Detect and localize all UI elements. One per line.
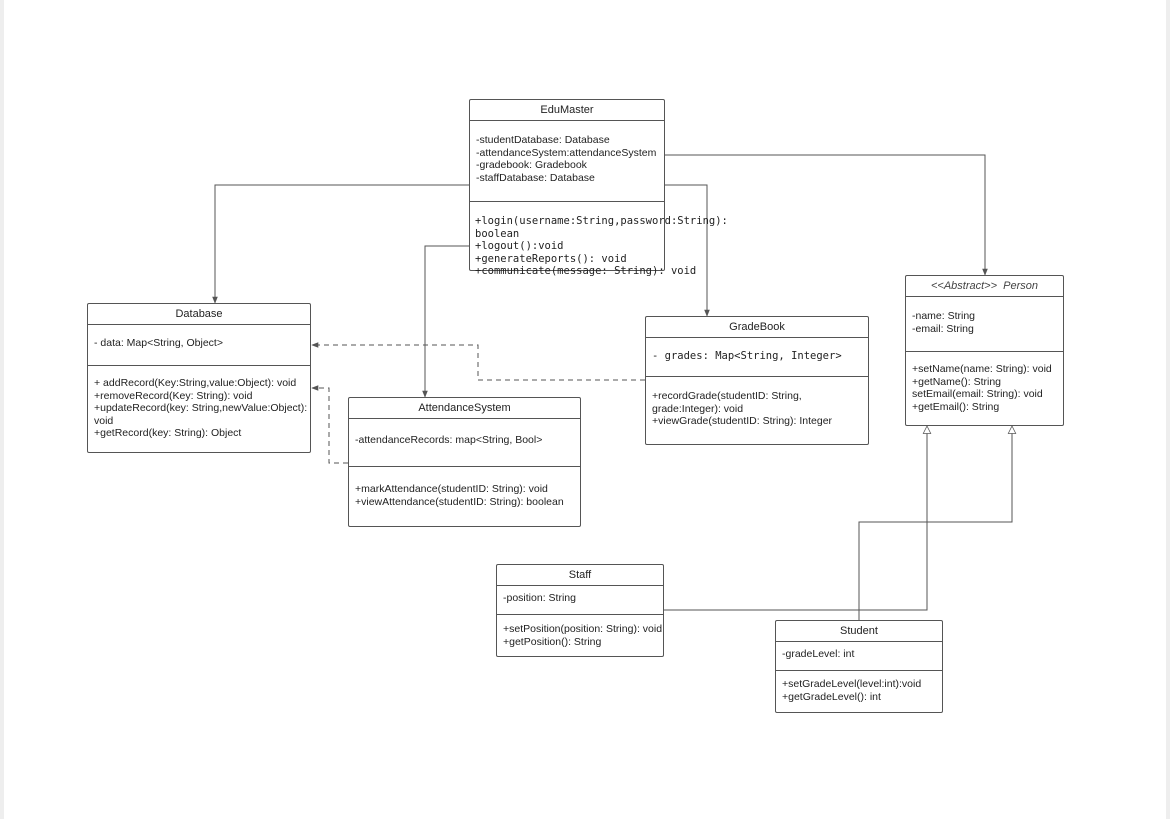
class-person[interactable]: <<Abstract>> Person -name: String -email…: [905, 275, 1064, 426]
stereotype-label: <<Abstract>>: [930, 280, 998, 292]
method: grade:Integer): void: [652, 402, 744, 415]
class-person-attributes: -name: String -email: String: [906, 297, 1063, 351]
class-database-name: Database: [88, 304, 310, 325]
class-gradebook-attributes: - grades: Map<String, Integer>: [646, 338, 868, 376]
class-student[interactable]: Student -gradeLevel: int +setGradeLevel(…: [775, 620, 943, 713]
attribute: -email: String: [912, 322, 974, 335]
method: +setGradeLevel(level:int):void: [782, 678, 922, 690]
method: +updateRecord(key: String,newValue:Objec…: [94, 402, 308, 414]
class-attendance-system-attributes: -attendanceRecords: map<String, Bool>: [349, 419, 580, 466]
method: +setName(name: String): void: [912, 363, 1052, 375]
attribute: -gradeLevel: int: [782, 648, 855, 660]
attribute: -studentDatabase: Database: [476, 134, 610, 146]
method: + addRecord(Key:String,value:Object): vo…: [94, 377, 297, 389]
class-gradebook[interactable]: GradeBook - grades: Map<String, Integer>…: [645, 316, 869, 445]
method: +communicate(message: String): void: [475, 265, 697, 277]
class-student-methods: +setGradeLevel(level:int):void +getGrade…: [776, 670, 942, 703]
class-attendance-system[interactable]: AttendanceSystem -attendanceRecords: map…: [348, 397, 581, 527]
class-edumaster[interactable]: EduMaster -studentDatabase: Database -at…: [469, 99, 728, 277]
class-student-attributes: -gradeLevel: int: [776, 642, 942, 670]
attribute: -gradebook: Gradebook: [476, 159, 587, 171]
method: +recordGrade(studentID: String,: [652, 390, 802, 402]
method: +getEmail(): String: [912, 400, 1000, 413]
class-student-name: Student: [776, 621, 942, 642]
class-edumaster-methods: +login(username:String,password:String):…: [470, 201, 728, 278]
method: +removeRecord(Key: String): void: [94, 389, 253, 402]
attribute: -staffDatabase: Database: [476, 171, 595, 184]
class-attendance-system-methods: +markAttendance(studentID: String): void…: [349, 466, 580, 508]
class-database[interactable]: Database - data: Map<String, Object> + a…: [87, 303, 311, 453]
class-database-methods: + addRecord(Key:String,value:Object): vo…: [88, 365, 310, 440]
attribute: -attendanceRecords: map<String, Bool>: [355, 434, 543, 446]
method: +generateReports(): void: [475, 252, 627, 265]
method: +viewGrade(studentID: String): Integer: [652, 415, 833, 427]
method: boolean: [475, 227, 520, 240]
attribute: - data: Map<String, Object>: [94, 337, 223, 349]
class-gradebook-name: GradeBook: [646, 317, 868, 338]
method: void: [94, 414, 114, 427]
method: +viewAttendance(studentID: String): bool…: [355, 495, 564, 508]
method: +setPosition(position: String): void: [503, 623, 663, 635]
class-staff[interactable]: Staff -position: String +setPosition(pos…: [496, 564, 664, 657]
attribute: -attendanceSystem:attendanceSystem: [476, 146, 657, 159]
class-person-methods: +setName(name: String): void +getName():…: [906, 351, 1063, 413]
class-database-attributes: - data: Map<String, Object>: [88, 325, 310, 365]
class-name-label: Person: [1003, 280, 1039, 292]
class-edumaster-name: EduMaster: [470, 100, 664, 121]
attribute: - grades: Map<String, Integer>: [652, 350, 842, 362]
method: +login(username:String,password:String):: [475, 215, 728, 227]
class-edumaster-attributes: -studentDatabase: Database -attendanceSy…: [470, 121, 664, 201]
method: +logout():void: [475, 240, 564, 252]
class-person-name: <<Abstract>> Person: [906, 276, 1063, 297]
class-attendance-system-name: AttendanceSystem: [349, 398, 580, 419]
class-staff-attributes: -position: String: [497, 586, 663, 614]
method: +getName(): String: [912, 375, 1001, 388]
method: +getRecord(key: String): Object: [94, 427, 242, 439]
class-staff-name: Staff: [497, 565, 663, 586]
attribute: -name: String: [912, 310, 976, 322]
method: setEmail(email: String): void: [912, 388, 1043, 400]
class-staff-methods: +setPosition(position: String): void +ge…: [497, 614, 663, 648]
method: +markAttendance(studentID: String): void: [355, 483, 548, 495]
method: +getGradeLevel(): int: [782, 690, 881, 703]
attribute: -position: String: [503, 592, 576, 604]
class-gradebook-methods: +recordGrade(studentID: String, grade:In…: [646, 376, 868, 428]
method: +getPosition(): String: [503, 635, 602, 648]
